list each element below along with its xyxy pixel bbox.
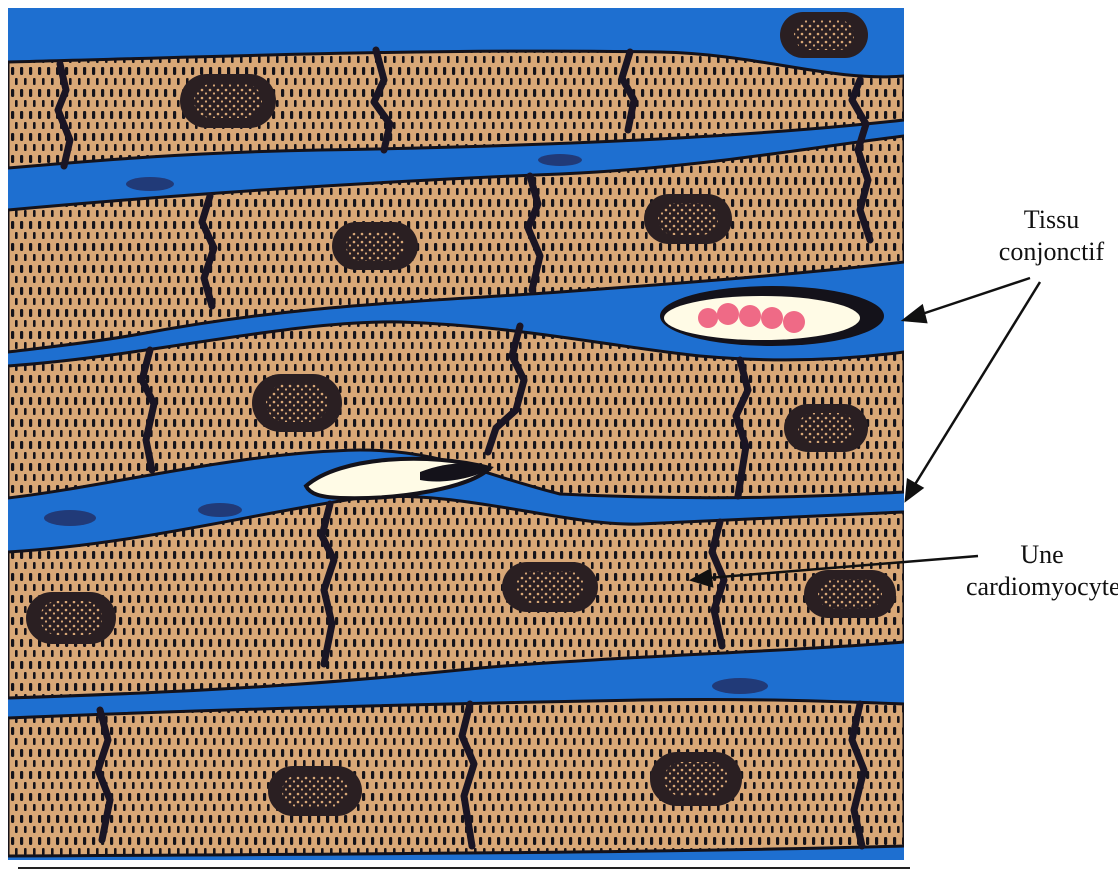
nucleus (784, 404, 868, 452)
nucleus (644, 194, 732, 244)
red-blood-cell (739, 305, 761, 327)
arrow-to-connective-tissue-lower (914, 282, 1040, 486)
capillary-with-red-blood-cells (660, 286, 884, 346)
connective-tissue-label: Tissu conjonctif (985, 204, 1118, 268)
nucleus (780, 12, 868, 58)
cardiomyocyte-label: Une cardiomyocyte (966, 539, 1118, 603)
connective-tissue-label-line-2: conjonctif (985, 236, 1118, 268)
nucleus (650, 752, 742, 806)
red-blood-cell (717, 303, 739, 325)
nucleus (180, 74, 276, 128)
nucleus (502, 562, 598, 612)
nucleus (268, 766, 362, 816)
cardiomyocyte-label-line-1: Une (966, 539, 1118, 571)
nucleus (804, 570, 896, 618)
connective-tissue-label-line-1: Tissu (985, 204, 1118, 236)
nucleus (252, 374, 342, 432)
red-blood-cell (761, 307, 783, 329)
red-blood-cell (783, 311, 805, 333)
red-blood-cell (698, 308, 718, 328)
nucleus (26, 592, 116, 644)
arrow-to-connective-tissue-upper (916, 278, 1030, 316)
cardiomyocyte-label-line-2: cardiomyocyte (966, 571, 1118, 603)
nucleus (332, 222, 418, 270)
